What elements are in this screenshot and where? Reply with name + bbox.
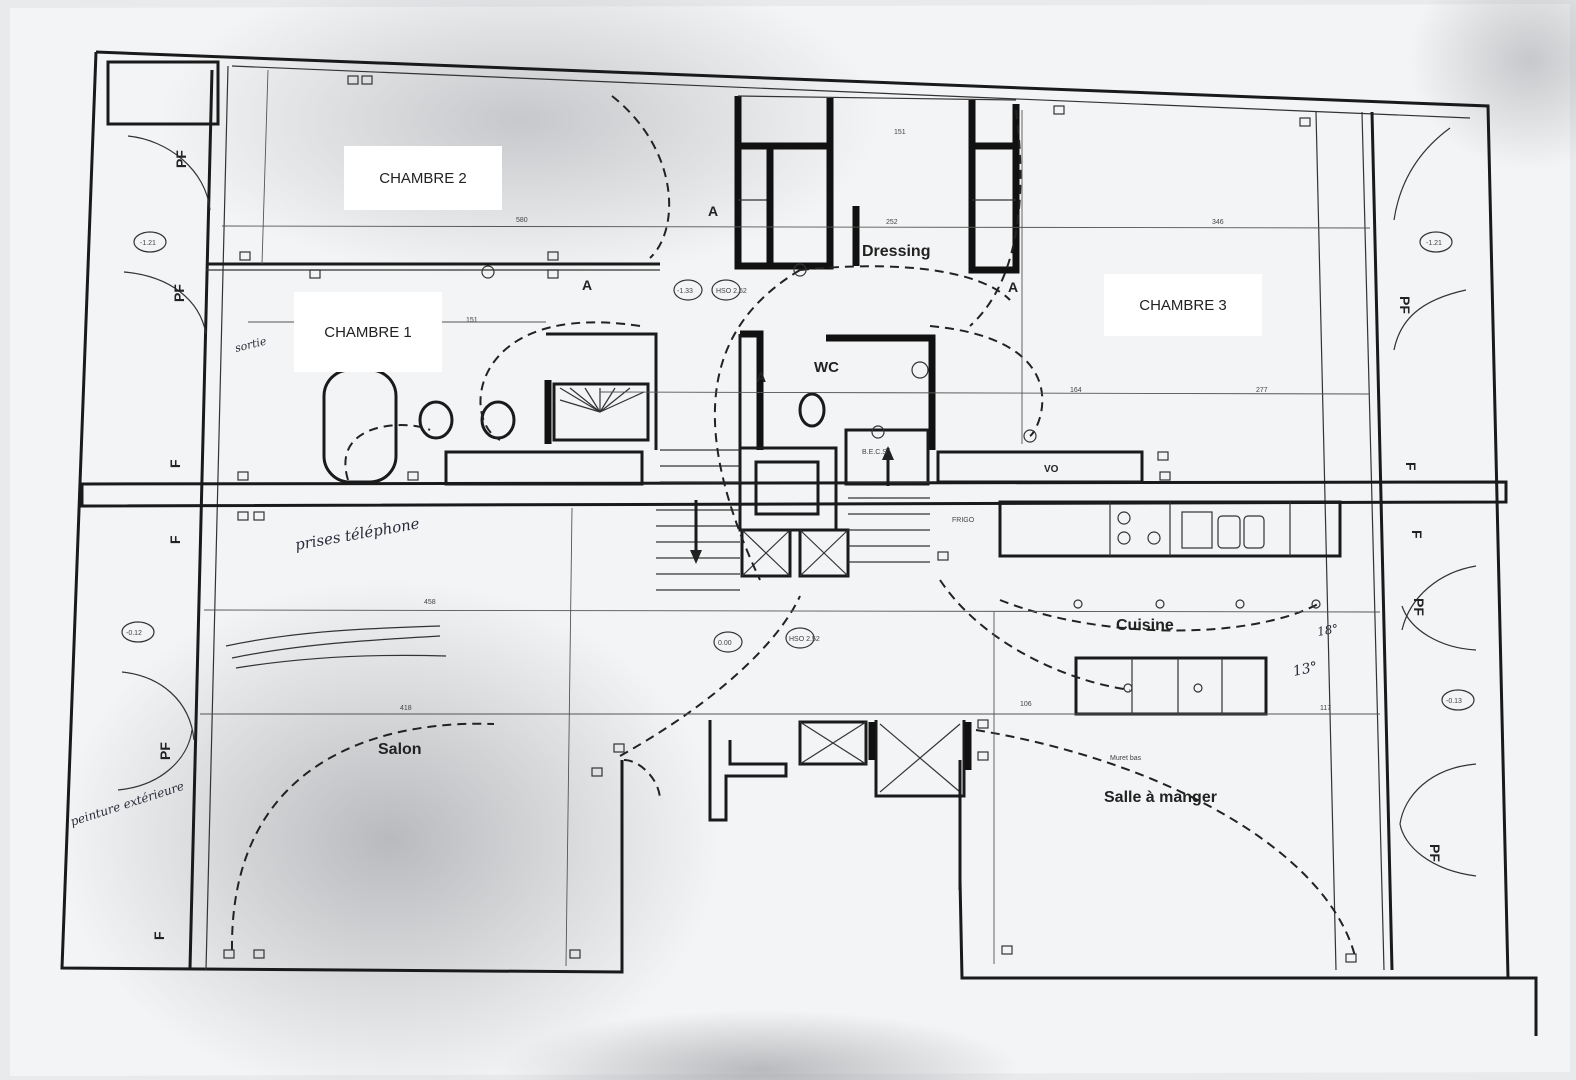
svg-text:252: 252 [886, 219, 898, 226]
svg-text:PF: PF [157, 742, 173, 760]
svg-text:106: 106 [1020, 701, 1032, 708]
label-becs: B.E.C.S [862, 449, 887, 456]
opening-codes: PF PF F F PF F PF F F PF PF A A A A [151, 150, 1443, 940]
shadow [60, 580, 720, 1080]
svg-text:PF: PF [1427, 844, 1443, 862]
svg-text:A: A [582, 277, 592, 293]
svg-text:277: 277 [1256, 387, 1268, 394]
central-core [620, 95, 1020, 890]
outer-walls [60, 50, 1538, 1036]
room-salon: Salon [378, 741, 422, 758]
label-chambre-3-text: CHAMBRE 3 [1139, 296, 1227, 314]
svg-text:458: 458 [424, 599, 436, 606]
label-chambre-1: CHAMBRE 1 [294, 292, 442, 372]
svg-text:HSO 2.52: HSO 2.52 [716, 288, 747, 295]
svg-text:418: 418 [400, 705, 412, 712]
svg-text:F: F [1409, 530, 1425, 539]
svg-text:A: A [756, 369, 766, 385]
svg-text:A: A [1008, 279, 1018, 295]
svg-text:PF: PF [173, 150, 189, 168]
room-vo: VO [1044, 464, 1059, 475]
svg-text:-0.13: -0.13 [1446, 698, 1462, 705]
label-frigo: FRIGO [952, 517, 975, 524]
svg-text:-1.21: -1.21 [1426, 240, 1442, 247]
svg-text:-1.33: -1.33 [677, 288, 693, 295]
hand-scribble [225, 625, 447, 669]
svg-text:117: 117 [1320, 705, 1331, 712]
label-chambre-2: CHAMBRE 2 [344, 146, 502, 210]
svg-text:0.00: 0.00 [718, 640, 732, 647]
svg-text:151: 151 [466, 317, 478, 324]
svg-text:164: 164 [1070, 387, 1082, 394]
electrical-symbols [223, 75, 1357, 963]
door-swings [230, 95, 1357, 961]
room-dressing: Dressing [862, 243, 930, 260]
facade-openings [117, 127, 1477, 877]
label-muret-bas: Muret bas [1110, 755, 1142, 762]
svg-text:PF: PF [1411, 598, 1427, 616]
level-markers: -1.21 -1.21 -0.12 -0.13 0.00 -1.33 HSO 2… [121, 231, 1475, 711]
label-chambre-2-text: CHAMBRE 2 [379, 169, 467, 187]
staircase [656, 446, 930, 591]
shadow [1410, 0, 1576, 170]
svg-text:PF: PF [171, 284, 187, 302]
room-names: Dressing WC Cuisine Salon Salle à manger… [378, 243, 1217, 806]
svg-text:151: 151 [894, 129, 906, 136]
svg-text:346: 346 [1212, 219, 1224, 226]
dimension-lines [200, 69, 1381, 967]
svg-text:F: F [151, 931, 167, 940]
shadow [500, 1010, 1020, 1080]
svg-text:580: 580 [516, 217, 528, 224]
label-chambre-3: CHAMBRE 3 [1104, 274, 1262, 336]
svg-text:F: F [167, 535, 183, 544]
svg-text:PF: PF [1397, 296, 1413, 314]
room-wc: WC [814, 359, 839, 376]
svg-text:HSO 2.52: HSO 2.52 [789, 636, 820, 643]
svg-text:-0.12: -0.12 [126, 630, 142, 637]
note-temp-18: 18° [1316, 621, 1339, 638]
label-chambre-1-text: CHAMBRE 1 [324, 323, 412, 341]
room-salle-a-manger: Salle à manger [1104, 789, 1217, 806]
dimension-labels: 580 252 346 151 458 418 277 164 117 106 … [400, 129, 1331, 712]
svg-text:F: F [167, 459, 183, 468]
svg-text:A: A [708, 203, 718, 219]
room-cuisine: Cuisine [1116, 617, 1174, 634]
svg-text:-1.21: -1.21 [140, 240, 156, 247]
svg-text:F: F [1403, 462, 1419, 471]
note-temp-13: 13° [1292, 659, 1320, 680]
